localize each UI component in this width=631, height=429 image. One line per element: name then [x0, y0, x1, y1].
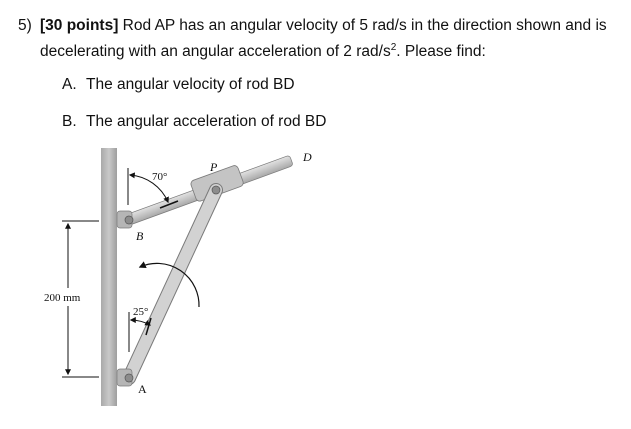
part-b-text: The angular acceleration of rod BD	[86, 113, 327, 130]
problem-text-1: Rod AP has an angular velocity of 5 rad/…	[118, 17, 607, 34]
dimension-label: 200 mm	[44, 292, 81, 304]
problem-number: 5)	[18, 17, 32, 34]
pin-p	[211, 185, 221, 195]
part-b-label: B.	[62, 113, 77, 130]
rod-ap	[122, 183, 223, 385]
part-a: A. The angular velocity of rod BD	[62, 76, 295, 94]
problem-statement: 5) [30 points] Rod AP has an angular velo…	[18, 13, 618, 65]
pin-b	[124, 215, 134, 225]
part-a-label: A.	[62, 76, 77, 93]
angle-70-indicator	[127, 168, 179, 209]
label-d: D	[302, 150, 312, 164]
label-b: B	[136, 229, 144, 243]
dimension-200mm	[62, 220, 99, 378]
angle-25-indicator	[128, 312, 152, 352]
problem-text-2: decelerating with an angular acceleratio…	[40, 43, 391, 60]
angle-25-label: 25°	[133, 306, 148, 318]
part-b: B. The angular acceleration of rod BD	[62, 113, 326, 131]
angular-velocity-arrow-icon	[138, 261, 200, 308]
part-a-text: The angular velocity of rod BD	[86, 76, 295, 93]
problem-line-2: decelerating with an angular acceleratio…	[18, 39, 618, 65]
label-p: P	[209, 160, 218, 174]
label-a: A	[138, 382, 147, 396]
pin-a	[124, 373, 134, 383]
fixed-wall	[101, 148, 117, 406]
angle-70-label: 70°	[152, 171, 167, 183]
superscript: 2	[390, 41, 397, 53]
problem-points: [30 points]	[40, 17, 119, 34]
problem-text-2-end: . Please find:	[396, 43, 486, 60]
problem-line-1: 5) [30 points] Rod AP has an angular velo…	[18, 13, 618, 39]
